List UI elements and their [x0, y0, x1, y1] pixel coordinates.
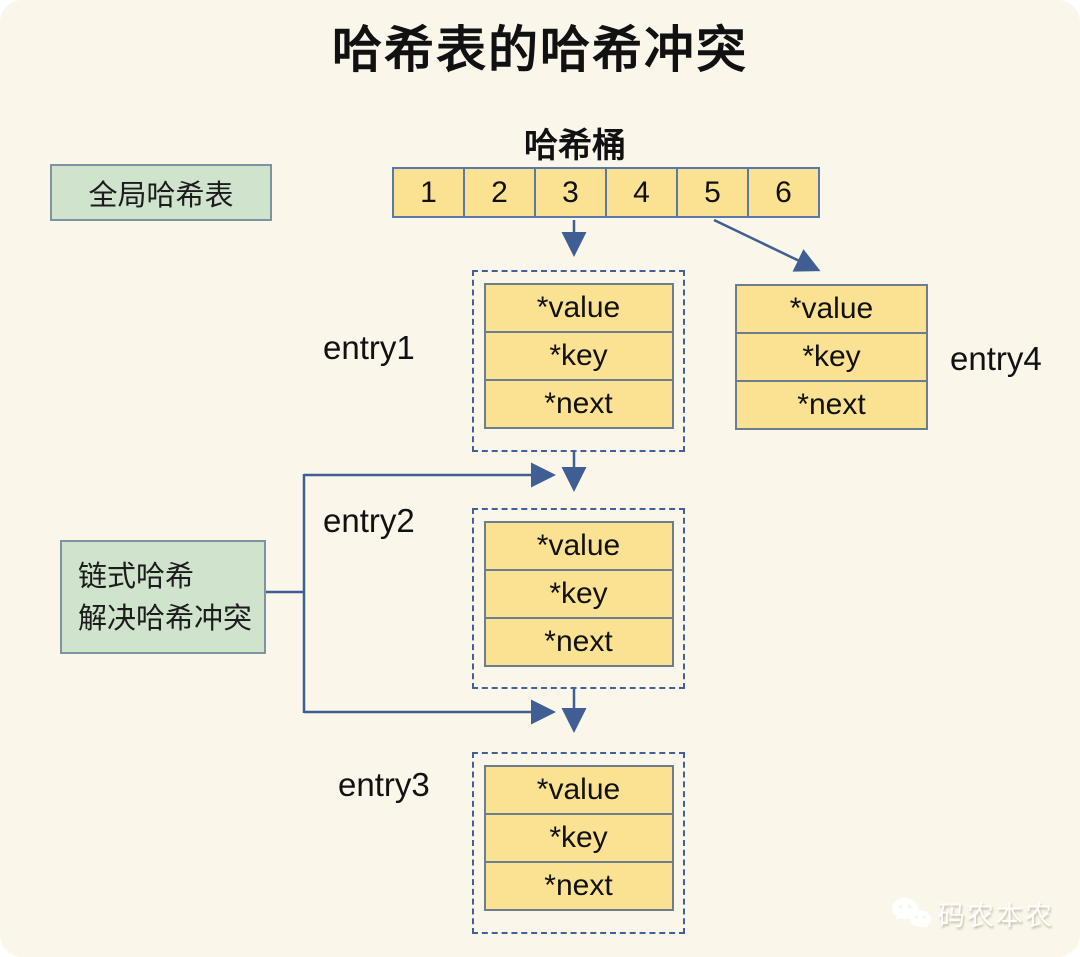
entry4-field-next: *next: [735, 380, 928, 430]
entry4-field-value: *value: [735, 284, 928, 334]
entry1-field-value: *value: [483, 283, 674, 333]
page-title: 哈希表的哈希冲突: [332, 22, 748, 78]
bucket-cell-2: 2: [463, 167, 536, 218]
entry2-record: *value *key *next: [472, 508, 685, 689]
entry4-field-key: *key: [735, 332, 928, 382]
entry1-record: *value *key *next: [472, 270, 685, 452]
hash-bucket-row: 1 2 3 4 5 6: [392, 167, 820, 218]
bucket-cell-3: 3: [534, 167, 607, 218]
entry1-field-key: *key: [483, 331, 674, 381]
entry4-label: entry4: [950, 340, 1042, 377]
entry4-record: *value *key *next: [735, 284, 928, 430]
bucket-cell-5: 5: [676, 167, 749, 218]
entry3-label: entry3: [338, 766, 430, 803]
watermark: 码农本农: [890, 894, 1054, 933]
entry2-field-next: *next: [483, 617, 674, 667]
watermark-text: 码农本农: [938, 901, 1054, 931]
entry3-field-key: *key: [483, 813, 674, 863]
bucket-cell-6: 6: [747, 167, 820, 218]
entry3-field-value: *value: [483, 765, 674, 815]
entry1-label: entry1: [323, 329, 415, 366]
bucket-cell-4: 4: [605, 167, 678, 218]
chained-hash-label: 链式哈希 解决哈希冲突: [60, 540, 266, 654]
bucket-cell-1: 1: [392, 167, 465, 218]
wechat-icon: [892, 897, 931, 928]
entry2-field-key: *key: [483, 569, 674, 619]
chained-hash-line2: 解决哈希冲突: [78, 603, 253, 636]
chained-hash-line1: 链式哈希: [78, 561, 195, 593]
hash-bucket-label: 哈希桶: [524, 127, 626, 165]
entry3-record: *value *key *next: [472, 752, 685, 934]
entry2-label: entry2: [323, 502, 415, 539]
entry1-field-next: *next: [483, 379, 674, 429]
entry2-field-value: *value: [483, 521, 674, 571]
global-hash-table-label: 全局哈希表: [50, 164, 272, 221]
entry3-field-next: *next: [483, 861, 674, 911]
